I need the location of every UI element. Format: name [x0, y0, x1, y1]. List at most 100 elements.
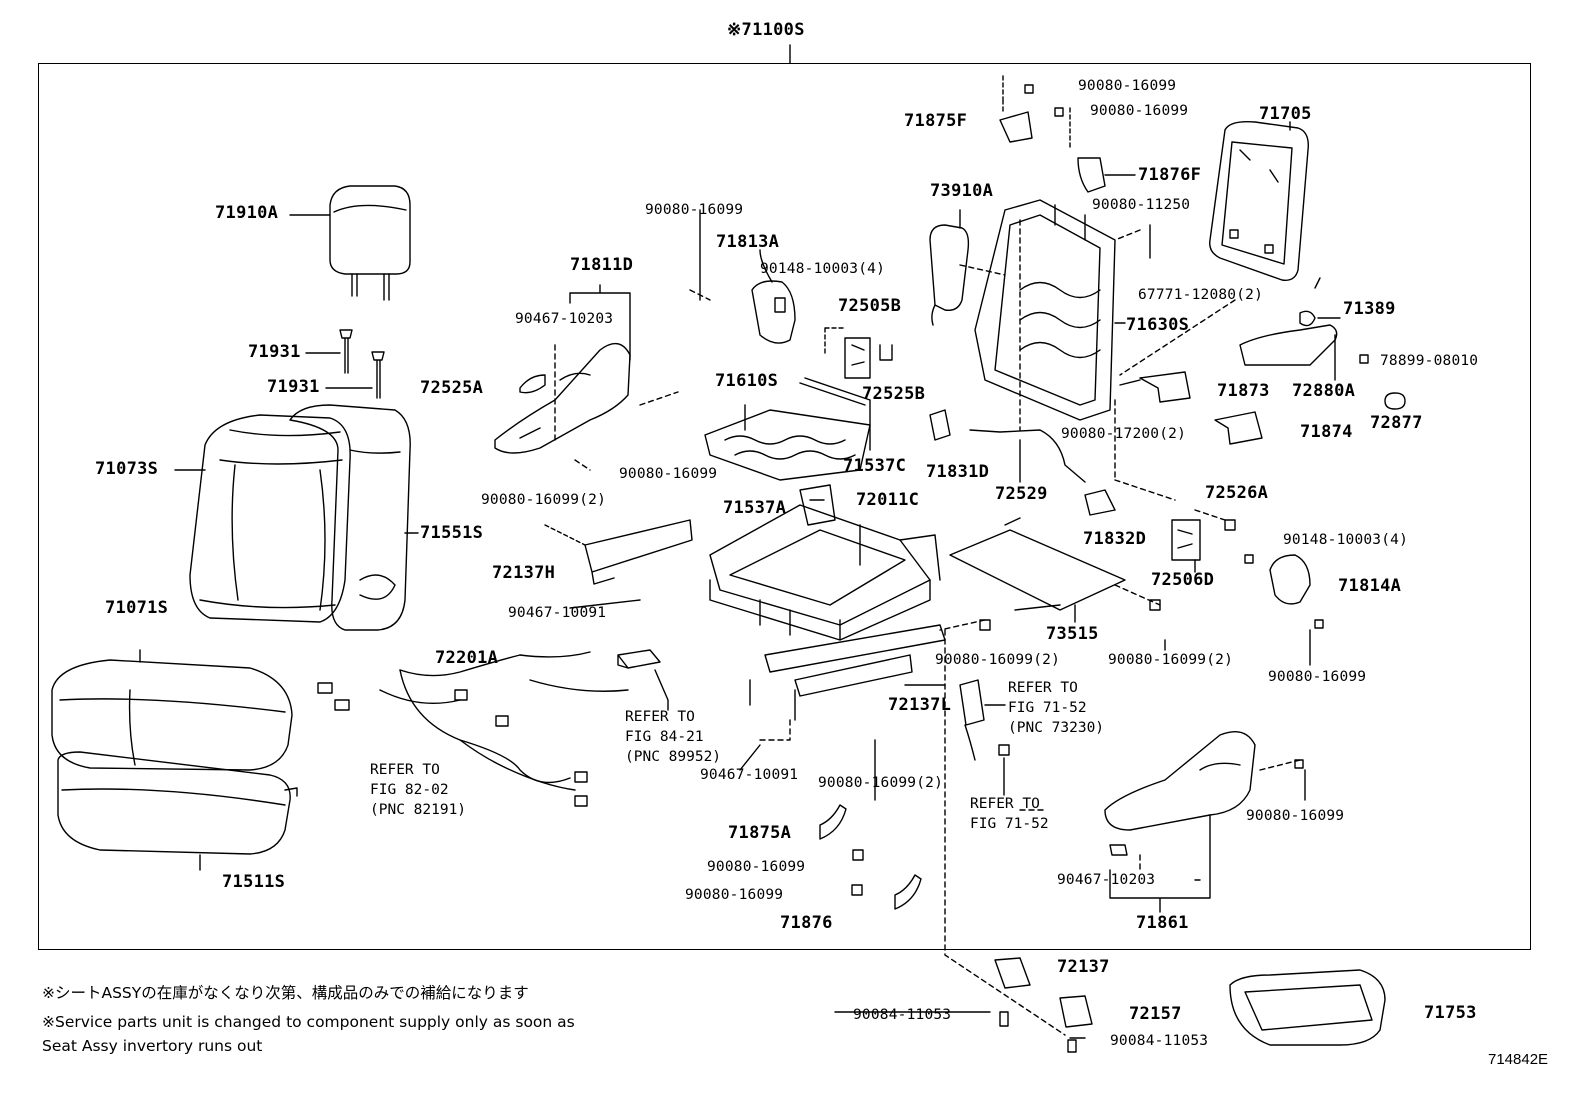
part-71876-label[interactable]: 71876	[780, 913, 833, 933]
assembly-frame	[38, 63, 1531, 950]
seat-frame-drawing	[709, 484, 941, 641]
part-71537a-label[interactable]: 71537A	[723, 498, 787, 518]
buckle-drawing	[959, 679, 1010, 796]
part-71931-label[interactable]: 71931	[248, 342, 301, 362]
bottom-parts-drawing	[994, 957, 1386, 1053]
part-71071s-label[interactable]: 71071S	[105, 598, 169, 618]
refer-note-82-02[interactable]: REFER TO FIG 82-02 (PNC 82191)	[370, 762, 467, 818]
rod-71537c	[799, 377, 871, 451]
part-71811d-label[interactable]: 71811D	[570, 255, 634, 275]
part-72137l-label[interactable]: 72137L	[888, 695, 952, 715]
part-72880a-label[interactable]: 72880A	[1292, 381, 1356, 401]
fastener-label[interactable]: 90080-16099	[1090, 103, 1189, 119]
part-71876f-label[interactable]: 71876F	[1138, 165, 1202, 185]
part-72526a-label[interactable]: 72526A	[1205, 483, 1269, 503]
part-72525b-label[interactable]: 72525B	[862, 384, 926, 404]
part-71831d-label[interactable]: 71831D	[926, 462, 990, 482]
part-72505b-label[interactable]: 72505B	[838, 296, 902, 316]
fastener-label[interactable]: 90080-16099(2)	[481, 492, 607, 508]
part-71832d-label[interactable]: 71832D	[1083, 529, 1147, 549]
part-71873-label[interactable]: 71873	[1217, 381, 1270, 401]
airbag-drawing	[929, 209, 970, 326]
refer-note-71-52[interactable]: REFER TO FIG 71-52	[970, 796, 1049, 832]
part-71073s-label[interactable]: 71073S	[95, 459, 159, 479]
part-71875f-label[interactable]: 71875F	[904, 111, 968, 131]
upper-brackets-drawing	[999, 75, 1136, 193]
fastener-label[interactable]: 90080-16099(2)	[1108, 652, 1234, 668]
part-73910a-label[interactable]: 73910A	[930, 181, 994, 201]
fastener-label[interactable]: 90080-11250	[1092, 197, 1191, 213]
fastener-label[interactable]: 90080-16099(2)	[818, 775, 944, 791]
part-71910a-label[interactable]: 71910A	[215, 203, 279, 223]
part-72877-label[interactable]: 72877	[1370, 413, 1423, 433]
english-supply-note-line1: ※Service parts unit is changed to compon…	[42, 1013, 575, 1031]
fastener-label[interactable]: 67771-12080(2)	[1138, 287, 1264, 303]
spring-71610s	[704, 404, 871, 481]
part-71511s-label[interactable]: 71511S	[222, 872, 286, 892]
part-71537c-label[interactable]: 71537C	[843, 456, 907, 476]
fastener-label[interactable]: 90080-17200(2)	[1061, 426, 1187, 442]
mat-73515-drawing	[949, 517, 1126, 623]
fastener-label[interactable]: 90080-16099	[645, 202, 744, 218]
fastener-label[interactable]: 90467-10091	[508, 605, 607, 621]
part-71814a-label[interactable]: 71814A	[1338, 576, 1402, 596]
leader-lines	[569, 209, 1321, 1039]
part-71551s-label[interactable]: 71551S	[420, 523, 484, 543]
part-72157-label[interactable]: 72157	[1129, 1004, 1182, 1024]
part-71630s-label[interactable]: 71630S	[1126, 315, 1190, 335]
fastener-label[interactable]: 90084-11053	[853, 1007, 952, 1023]
fastener-label[interactable]: 78899-08010	[1380, 353, 1479, 369]
headrest-drawing	[289, 185, 411, 301]
seatback-frame-drawing	[974, 199, 1126, 421]
part-72011c-label[interactable]: 72011C	[856, 490, 920, 510]
part-71753-label[interactable]: 71753	[1424, 1003, 1477, 1023]
lower-brackets-drawing	[819, 804, 922, 910]
seatback-cover-drawing	[174, 414, 351, 623]
part-71813a-label[interactable]: 71813A	[716, 232, 780, 252]
japanese-supply-note: ※シートASSYの在庫がなくなり次第、構成品のみでの補給になります	[42, 984, 529, 1002]
recliner-cover-drawing	[751, 249, 796, 344]
clip-72525a	[519, 374, 546, 394]
fastener-label[interactable]: 90467-10203	[1057, 872, 1156, 888]
part-71610s-label[interactable]: 71610S	[715, 371, 779, 391]
cable-71831-drawing	[929, 409, 1116, 516]
fastener-label[interactable]: 90080-16099(2)	[935, 652, 1061, 668]
part-72506d-label[interactable]: 72506D	[1151, 570, 1215, 590]
fastener-label[interactable]: 90084-11053	[1110, 1033, 1209, 1049]
part-71389-label[interactable]: 71389	[1343, 299, 1396, 319]
fastener-label[interactable]: 90080-16099	[1268, 669, 1367, 685]
fastener-label[interactable]: 90080-16099	[619, 466, 718, 482]
fastener-label[interactable]: 90080-16099	[1078, 78, 1177, 94]
part-72525a-label[interactable]: 72525A	[420, 378, 484, 398]
construction-lines	[574, 219, 1301, 1036]
part-72529-label[interactable]: 72529	[995, 484, 1048, 504]
part-73515-label[interactable]: 73515	[1046, 624, 1099, 644]
seatback-panel-drawing	[289, 404, 419, 631]
part-71705-label[interactable]: 71705	[1259, 104, 1312, 124]
part-72137h-label[interactable]: 72137H	[492, 563, 556, 583]
diagram-number: 714842E	[1488, 1051, 1549, 1068]
fastener-label[interactable]: 90080-16099	[707, 859, 806, 875]
back-board-drawing	[1209, 120, 1309, 281]
part-71875a-label[interactable]: 71875A	[728, 823, 792, 843]
assembly-label: ※71100S	[727, 20, 805, 40]
cushion-pad-drawing	[57, 751, 298, 871]
fastener-label[interactable]: 90080-16099	[1246, 808, 1345, 824]
cover-71814a-drawing	[979, 554, 1324, 631]
fastener-label[interactable]: 90080-16099	[685, 887, 784, 903]
fastener-label[interactable]: 90467-10203	[515, 311, 614, 327]
refer-note-71-52-pnc[interactable]: REFER TO FIG 71-52 (PNC 73230)	[1008, 680, 1105, 736]
side-shield-drawing	[1104, 731, 1306, 913]
fastener-label[interactable]: 90467-10091	[700, 767, 799, 783]
part-71861-label[interactable]: 71861	[1136, 913, 1189, 933]
part-71874-label[interactable]: 71874	[1300, 422, 1353, 442]
fastener-label[interactable]: 90148-10003(4)	[760, 261, 886, 277]
fastener-label[interactable]: 90148-10003(4)	[1283, 532, 1409, 548]
refer-note-84-21[interactable]: REFER TO FIG 84-21 (PNC 89952)	[625, 709, 722, 765]
part-72137-label[interactable]: 72137	[1057, 957, 1110, 977]
wire-harness-drawing	[317, 651, 629, 807]
lever-drawing	[1239, 310, 1406, 410]
part-71931-label[interactable]: 71931	[267, 377, 320, 397]
part-72201a-label[interactable]: 72201A	[435, 648, 499, 668]
